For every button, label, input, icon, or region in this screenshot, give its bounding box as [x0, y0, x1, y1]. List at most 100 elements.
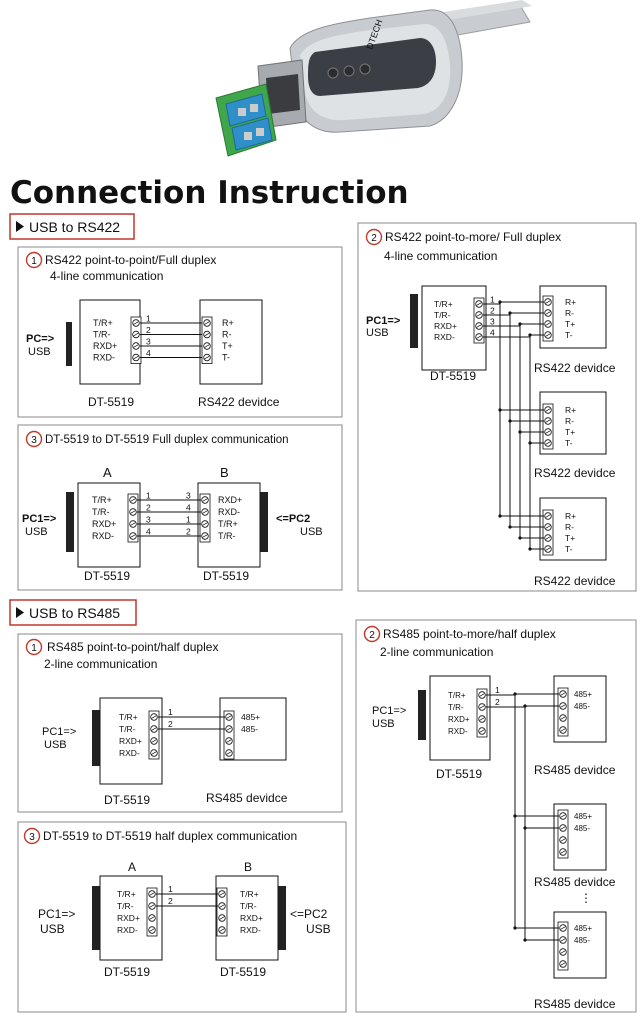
terminal-slot [545, 525, 551, 529]
terminal-slot [151, 715, 157, 719]
terminal-slot [151, 727, 157, 731]
wire-number: 2 [146, 325, 151, 335]
pin-label: T/R+ [117, 889, 136, 899]
page-title: Connection Instruction [10, 175, 409, 211]
device-label: DT-5519 [203, 569, 249, 583]
wire-number: 1 [168, 884, 173, 894]
pin-label: T/R- [119, 724, 136, 734]
pin-label: RXD- [92, 531, 114, 541]
wire-number: 1 [186, 515, 191, 525]
terminal-block [473, 297, 485, 344]
rs422-device-label: RS422 devidce [534, 361, 616, 375]
terminal-block [557, 687, 569, 737]
panel-num: 2 [369, 630, 375, 641]
terminal-slot [130, 510, 136, 514]
product-photo: DTECH [215, 0, 532, 157]
terminal-block [199, 493, 211, 543]
pin-label: T+ [565, 319, 575, 329]
bus-wire [486, 706, 526, 940]
terminal-slot [226, 727, 232, 731]
usb-label: USB [44, 739, 67, 751]
terminal-slot [149, 928, 155, 932]
pin-label: T+ [565, 427, 575, 437]
panel-num: 1 [31, 643, 37, 654]
wire-number: 1 [146, 314, 151, 324]
wire-number: 1 [490, 295, 495, 305]
pin-label: 485- [574, 936, 590, 945]
pin-label: T+ [222, 341, 233, 351]
usb-label: USB [28, 346, 51, 358]
pc1-label: PC1=> [42, 726, 76, 738]
pin-label: T/R- [117, 901, 134, 911]
play-arrow-icon [16, 221, 24, 232]
usb-connector [260, 492, 268, 552]
terminal-slot [545, 300, 551, 304]
terminal-slot [560, 728, 566, 732]
panel-subtitle: 2-line communication [380, 645, 493, 659]
pin-label: RXD+ [119, 736, 142, 746]
pin-label: 485- [574, 824, 590, 833]
bus-wire [483, 314, 511, 527]
pc1-label: PC1=> [366, 315, 400, 327]
usb-connector [66, 492, 74, 552]
terminal-slot [560, 826, 566, 830]
pin-label: 485- [574, 702, 590, 711]
terminal-slot [149, 916, 155, 920]
terminal-block [127, 493, 139, 543]
wire-number: 2 [490, 306, 495, 316]
panel-422-3 [17, 424, 343, 591]
terminal-slot [133, 344, 139, 348]
wire-number: 2 [168, 896, 173, 906]
device-label: DT-5519 [88, 395, 134, 409]
usb-label: USB [40, 922, 65, 936]
terminal-block [201, 316, 213, 364]
terminal-slot [226, 751, 232, 755]
pin-label: RXD- [240, 925, 261, 935]
terminal-block [557, 921, 569, 971]
pin-label: RXD- [448, 727, 468, 736]
pin-label: RXD+ [434, 321, 457, 331]
terminal-slot [226, 715, 232, 719]
panel-485-3 [17, 821, 347, 1013]
rs422-device-label: RS422 devidce [198, 395, 280, 409]
pc1-label: PC1=> [372, 705, 406, 717]
pin-label: R- [565, 522, 574, 532]
terminal-slot [151, 751, 157, 755]
terminal-slot [219, 892, 225, 896]
pin-label: RXD+ [448, 715, 470, 724]
pin-label: R- [565, 308, 574, 318]
terminal-slot [545, 430, 551, 434]
panel-titles: 1 RS422 point-to-point/Full duplex 4-lin… [23, 228, 561, 845]
terminal-slot [219, 916, 225, 920]
pin-label: T/R- [93, 330, 111, 340]
pin-label: RXD- [119, 748, 140, 758]
panel-title: RS422 point-to-more/ Full duplex [385, 230, 561, 244]
rs485-device-label: RS485 devidce [534, 763, 616, 777]
terminal-slot [130, 522, 136, 526]
terminal-slot [560, 838, 566, 842]
terminal-block [216, 887, 228, 937]
usb-connector [278, 886, 286, 950]
panel-subtitle: 4-line communication [384, 249, 497, 263]
pin-label: RXD- [117, 925, 138, 935]
wire-number: 4 [490, 328, 495, 338]
device-label: DT-5519 [220, 965, 266, 979]
pin-label: T/R- [434, 310, 451, 320]
terminal-slot [545, 322, 551, 326]
panel-485-1 [17, 633, 343, 813]
pin-label: T/R- [448, 703, 464, 712]
terminal-slot [545, 514, 551, 518]
terminal-slot [545, 547, 551, 551]
pin-label: RXD+ [93, 341, 117, 351]
terminal-block [223, 710, 235, 760]
wire-number: 2 [168, 719, 173, 729]
rs485-device-label: RS485 devidce [534, 997, 616, 1011]
terminal-slot [560, 716, 566, 720]
panel-num: 2 [371, 233, 377, 244]
wire-number: 1 [168, 707, 173, 717]
usb-label: USB [300, 526, 323, 538]
bus-wire [483, 303, 501, 516]
panel-title: DT-5519 to DT-5519 Full duplex communica… [45, 434, 289, 446]
section-rs485-label: USB to RS485 [29, 605, 120, 621]
